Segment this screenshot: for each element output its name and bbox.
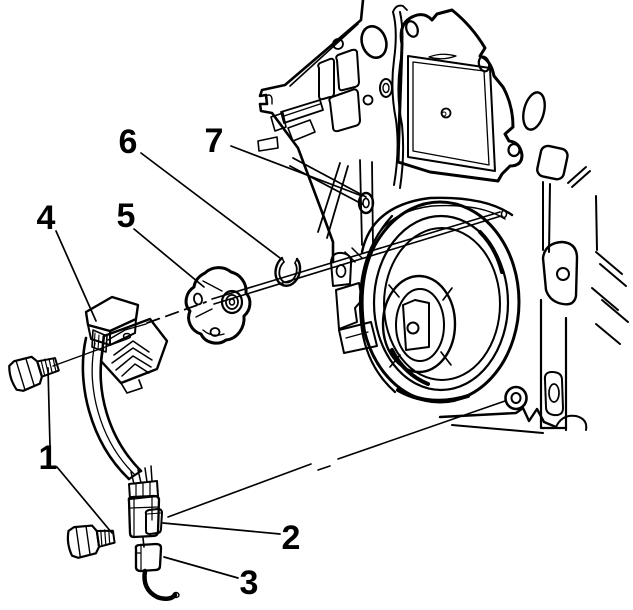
o-ring-seal [274,256,302,287]
parts-art [8,256,302,601]
install-axis-line [211,209,508,305]
electrical-connector [127,494,161,539]
bolt-upper [8,355,60,392]
crank-sensor-bore [504,385,528,411]
connector-lock-tab [144,508,163,535]
leader-line-5 [133,228,205,288]
harness-clip [134,542,163,573]
leader-line-1 [56,466,113,534]
connector-routing-line [167,400,506,518]
crank-hub-circles [358,196,521,404]
cover-right-details [522,91,629,345]
timing-cover-plate [396,8,524,183]
leader-line-6 [140,152,281,259]
cover-lower-left-bosses [330,251,378,354]
callout-label-4: 4 [37,199,56,237]
callout-label-6: 6 [119,123,138,161]
callout-label-5: 5 [117,197,136,235]
callout-label-7: 7 [205,122,224,160]
leader-line-3 [163,556,239,579]
callout-label-1: 1 [39,439,58,477]
callout-label-3: 3 [240,564,259,602]
harness-connector-chain [127,465,180,601]
engine-front-cover-art [146,0,629,518]
cover-bottom-flange [438,298,588,434]
engine-block-casting [257,0,388,264]
leader-line-1 [47,367,51,447]
sensor-bore-boss [357,191,375,215]
harness-wires [130,465,153,485]
leader-line-7 [230,145,363,197]
leader-line-4 [55,230,97,322]
camshaft-position-sensor [184,266,252,345]
dashed-align-line [146,301,207,324]
leader-line-2 [162,522,281,535]
bolt-lower [66,524,116,559]
callout-label-2: 2 [282,519,301,557]
